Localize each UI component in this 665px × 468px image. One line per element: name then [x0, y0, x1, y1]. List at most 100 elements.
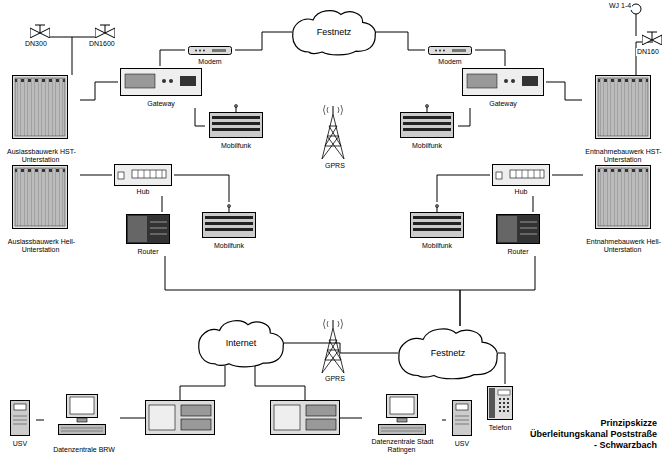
- valve-symbol: [95, 25, 115, 38]
- diagram-label: GPRS: [324, 375, 346, 383]
- server-icon: [146, 401, 215, 435]
- network-link: [80, 175, 112, 176]
- node-label: Modem: [197, 58, 222, 65]
- label-wrap: Mobilfunk: [198, 242, 260, 250]
- node-label: Mobilfunk: [421, 242, 453, 249]
- hub: Hub: [490, 162, 552, 196]
- label-wrap: Entnahmebauwerk HST-Unterstation: [582, 148, 664, 164]
- network-link: [498, 353, 505, 384]
- node-label: Festnetz: [430, 348, 467, 358]
- label-wrap: USV: [4, 440, 36, 448]
- station-rack: Entnahmebauwerk HST-Unterstation: [582, 72, 664, 164]
- network-cloud: Festnetz: [398, 326, 498, 380]
- ups-icon: [11, 401, 30, 436]
- mobile-icon: [411, 205, 464, 238]
- computer-icon: [379, 395, 426, 435]
- station-rack: Entnahmebauwerk Hell-Unterstation: [583, 162, 663, 254]
- label-wrap: Hub: [490, 188, 552, 196]
- network-link: [533, 196, 534, 212]
- data-center: Datenzentrale Stadt Ratingen: [362, 392, 442, 454]
- node-label: Mobilfunk: [220, 142, 252, 149]
- network-link: [165, 256, 460, 326]
- label-wrap: Gateway: [460, 100, 546, 108]
- label-wrap: Festnetz: [398, 348, 498, 358]
- ups-icon: [453, 401, 472, 436]
- network-cloud: Internet: [198, 318, 284, 368]
- node-label: Router: [136, 248, 159, 255]
- node-label: USV: [454, 440, 470, 447]
- hub-icon: [493, 165, 550, 186]
- data-center: Datenzentrale BRW: [44, 392, 124, 454]
- cloud-shape: [199, 321, 284, 367]
- gateway: Gateway: [118, 66, 204, 108]
- modem-icon: [189, 47, 232, 55]
- network-link: [475, 50, 505, 66]
- server-icon: [271, 401, 340, 435]
- label-wrap: Router: [122, 248, 174, 256]
- telephone: Telefon: [480, 384, 520, 432]
- valve-symbol: [30, 25, 50, 38]
- network-link: [552, 175, 583, 176]
- network-wire: [120, 366, 362, 418]
- antenna-tower: [322, 105, 344, 159]
- network-link: [36, 420, 44, 421]
- antenna-tower: [322, 319, 344, 373]
- network-link: [442, 420, 446, 421]
- router: Router: [122, 212, 174, 256]
- ups: USV: [4, 398, 36, 448]
- label-wrap: Auslassbauwerk Hell-Unterstation: [2, 238, 80, 254]
- label-wrap: Auslassbauwerk HST-Unterstation: [2, 148, 80, 164]
- rack-icon: [13, 76, 68, 139]
- label-wrap: Internet: [198, 338, 284, 348]
- label-wrap: Datenzentrale Stadt Ratingen: [362, 438, 442, 454]
- network-link: [162, 196, 163, 212]
- label-wrap: Festnetz: [292, 27, 376, 37]
- rack-icon: [596, 76, 651, 139]
- diagram-label: WJ 1-4: [608, 2, 632, 10]
- diagram-caption: Prinzipskizze Überleitungskanal Poststra…: [525, 418, 657, 451]
- modem: Modem: [185, 44, 235, 66]
- modem: Modem: [425, 44, 475, 66]
- cloud-shape: [293, 11, 376, 55]
- meter-symbol: [631, 4, 641, 14]
- label-wrap: Telefon: [480, 424, 520, 432]
- modem-icon: [429, 47, 472, 55]
- gateway-icon: [121, 69, 202, 96]
- network-link: [546, 82, 582, 100]
- diagram-label: GPRS: [324, 162, 346, 170]
- node-label: Gateway: [488, 100, 518, 107]
- ups: USV: [446, 398, 478, 448]
- valve-symbol: [642, 32, 662, 45]
- node-label: Datenzentrale Stadt Ratingen: [371, 438, 434, 453]
- mobile-icon: [210, 105, 263, 138]
- mobile-unit: Mobilfunk: [396, 102, 458, 150]
- network-cloud: Festnetz: [292, 8, 376, 56]
- label-wrap: Hub: [112, 188, 174, 196]
- label-wrap: Datenzentrale BRW: [44, 446, 124, 454]
- station-rack: Auslassbauwerk Hell-Unterstation: [2, 162, 80, 254]
- network-link: [174, 175, 229, 202]
- mobile-unit: Mobilfunk: [406, 202, 468, 250]
- label-wrap: Mobilfunk: [406, 242, 468, 250]
- label-wrap: Modem: [425, 58, 475, 66]
- network-link: [160, 50, 185, 66]
- label-wrap: Gateway: [118, 100, 204, 108]
- network-link: [376, 32, 425, 50]
- network-link: [460, 256, 535, 326]
- node-label: Datenzentrale BRW: [52, 446, 116, 453]
- mobile-unit: Mobilfunk: [205, 102, 267, 150]
- router-icon: [497, 215, 540, 244]
- node-label: Mobilfunk: [411, 142, 443, 149]
- label-wrap: Mobilfunk: [396, 142, 458, 150]
- diagram-label: DN160: [636, 48, 660, 56]
- mobile-unit: Mobilfunk: [198, 202, 260, 250]
- hub-icon: [115, 165, 172, 186]
- label-wrap: Router: [492, 248, 544, 256]
- phone-icon: [488, 387, 513, 420]
- network-link: [195, 108, 205, 126]
- label-wrap: Entnahmebauwerk Hell-Unterstation: [583, 238, 663, 254]
- network-link: [437, 175, 490, 202]
